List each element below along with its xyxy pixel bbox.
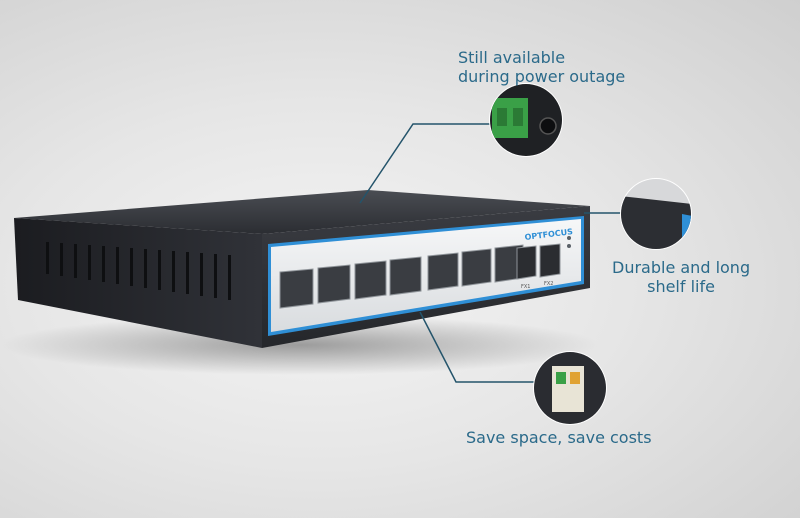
callout-text-durable: Durable and long shelf life bbox=[612, 258, 750, 296]
callout-durable-line2: shelf life bbox=[647, 277, 715, 296]
callout-lines bbox=[359, 123, 622, 383]
callout-line-space bbox=[419, 311, 534, 383]
callout-durable-line1: Durable and long bbox=[612, 258, 751, 277]
vent-slots bbox=[46, 242, 231, 300]
callout-line-power bbox=[359, 123, 492, 204]
callout-text-space: Save space, save costs bbox=[466, 428, 652, 447]
port-label-fx1: FX1 bbox=[521, 284, 530, 290]
sfp-ports bbox=[516, 243, 561, 280]
callout-circle-power bbox=[489, 83, 563, 157]
callout-text-power: Still available during power outage bbox=[458, 48, 625, 86]
floor-shadow bbox=[0, 315, 600, 375]
port-label-fx2: FX2 bbox=[544, 281, 553, 287]
callout-circle-space bbox=[533, 351, 607, 425]
status-led bbox=[567, 236, 571, 240]
network-switch: OPTFOCUS FX1 FX2 bbox=[14, 190, 590, 348]
rj45-ports bbox=[279, 244, 524, 309]
callout-power-line1: Still available bbox=[458, 48, 566, 67]
chassis-top bbox=[14, 190, 590, 234]
callout-power-line2: during power outage bbox=[458, 67, 626, 86]
status-led bbox=[567, 244, 571, 248]
callout-circle-durable bbox=[620, 178, 692, 250]
